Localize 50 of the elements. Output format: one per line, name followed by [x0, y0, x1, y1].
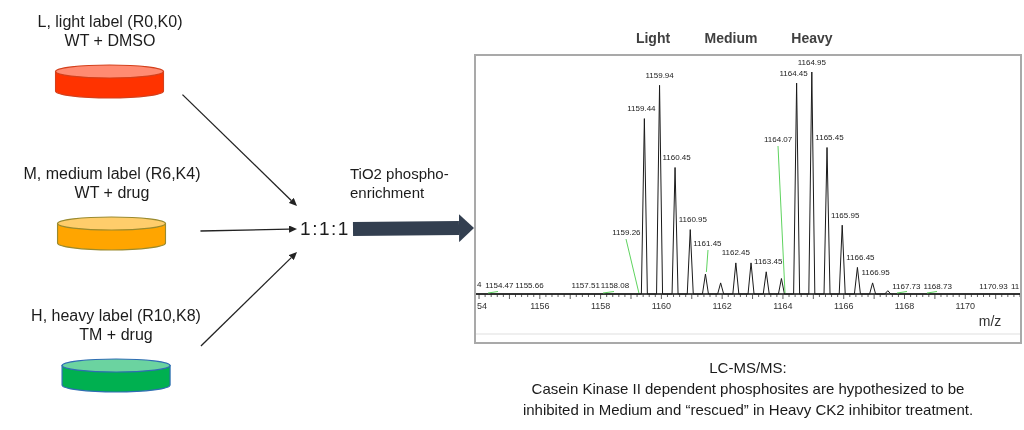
peak-label: 1164.95: [797, 58, 826, 68]
peak-group-label: Light: [635, 29, 671, 47]
condition-label: WT + DMSO: [64, 31, 156, 50]
peak-label: 1161.45: [693, 239, 722, 249]
tick-label: 1168: [894, 300, 915, 312]
peak-label: 11: [1011, 282, 1020, 292]
sample-label: M, medium label (R6,K4): [23, 164, 201, 183]
peak-label: 1166.45: [846, 253, 875, 263]
condition-label: WT + drug: [74, 183, 150, 202]
peak-label: 1168.73: [923, 282, 952, 292]
tick-label: 1156: [530, 300, 550, 312]
peak-label: 1160.45: [662, 153, 691, 163]
peak-label: 4: [477, 280, 482, 290]
condition-label: TM + drug: [79, 325, 153, 344]
peak-label: 1166.95: [861, 268, 890, 278]
peak-label: 1163.45: [754, 257, 783, 267]
peak-label: 1157.51: [571, 281, 600, 291]
peak-label: 1162.45: [721, 248, 750, 258]
peak-label: 1155.66: [515, 281, 544, 291]
sample-label: L, light label (R0,K0): [37, 12, 183, 31]
tick-label: 1162: [712, 300, 732, 312]
arrow: [181, 94, 297, 206]
block-arrow: [352, 214, 474, 243]
peak-label: 1154.47: [485, 281, 514, 291]
peak-label: 1164.07: [763, 135, 793, 145]
peak-label: 1159.26: [612, 228, 641, 238]
ratio-label: 1:1:1: [300, 218, 350, 240]
tick-label: 54: [477, 300, 487, 312]
peak-label: 1160.95: [678, 215, 707, 225]
caption-text: Casein Kinase II dependent phosphosites are hypothesized to be inhibited in Medium and “rescued” in Heavy CK2 inhibitor treatment.: [521, 379, 975, 420]
peak-label: 1158.08: [600, 281, 630, 291]
tick-label: 1160: [651, 300, 672, 312]
peak-label: 1159.94: [645, 71, 674, 81]
arrow: [199, 225, 297, 233]
peak-label: 1165.45: [815, 133, 844, 143]
peak-label: 1170.93: [979, 282, 1008, 292]
tick-label: 1164: [773, 300, 793, 312]
tick-label: 1166: [834, 300, 854, 312]
arrow: [200, 252, 297, 347]
peak-label: 1159.44: [627, 104, 656, 114]
peak-group-label: Heavy: [791, 29, 833, 47]
axis-title: m/z: [978, 313, 1002, 329]
tick-label: 1170: [955, 300, 975, 312]
peak-label: 1164.45: [779, 69, 808, 79]
peak-group-label: Medium: [704, 29, 758, 47]
peak-label: 1165.95: [831, 211, 860, 221]
caption-heading: LC-MS/MS:: [709, 358, 787, 378]
sample-label: H, heavy label (R10,K8): [31, 306, 201, 325]
peak-label: 1167.73: [892, 282, 921, 292]
tick-label: 1158: [590, 300, 611, 312]
